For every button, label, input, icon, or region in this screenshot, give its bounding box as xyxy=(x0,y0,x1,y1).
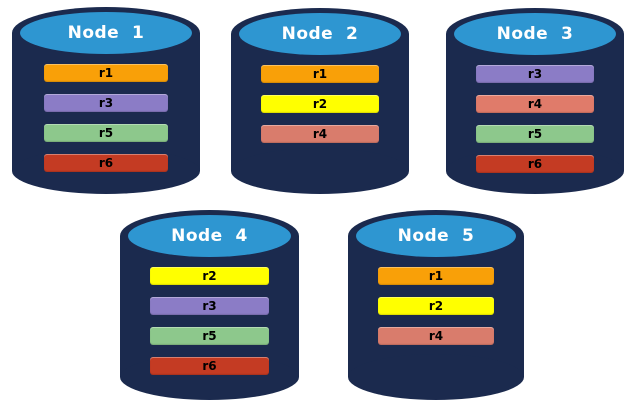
replica-label: r5 xyxy=(202,329,217,343)
replica-label: r5 xyxy=(98,126,114,140)
replica-bar-r5: r5 xyxy=(43,124,169,142)
node-cylinder-5: Node 5 r1 r2 r4 xyxy=(348,210,524,400)
replica-bar-r6: r6 xyxy=(43,154,169,172)
replica-list: r2 r3 r5 r6 xyxy=(150,267,269,375)
cylinder-top-face: Node 2 xyxy=(239,13,401,55)
cylinder-top-face: Node 4 xyxy=(128,215,291,257)
replica-label: r1 xyxy=(98,66,114,80)
replica-bar-r3: r3 xyxy=(476,65,594,83)
node-cylinder-4: Node 4 r2 r3 r5 r6 xyxy=(120,210,299,400)
replica-label: r2 xyxy=(312,97,328,111)
replica-bar-r3: r3 xyxy=(150,297,269,315)
replica-label: r3 xyxy=(98,96,114,110)
node-title: Node 3 xyxy=(496,24,574,44)
cylinder-top-face: Node 3 xyxy=(454,13,616,55)
replica-bar-r2: r2 xyxy=(261,95,379,113)
replica-list: r1 r2 r4 xyxy=(261,65,379,143)
replica-list: r1 r2 r4 xyxy=(377,267,495,345)
replica-bar-r4: r4 xyxy=(261,125,379,143)
cylinder-bottom xyxy=(231,148,409,194)
replica-label: r4 xyxy=(312,127,328,141)
replica-label: r1 xyxy=(428,269,444,283)
replica-bar-r5: r5 xyxy=(476,125,594,143)
node-title: Node 5 xyxy=(397,226,475,246)
replica-bar-r1: r1 xyxy=(377,267,495,285)
replica-bar-r6: r6 xyxy=(476,155,594,173)
replica-label: r2 xyxy=(202,269,217,283)
replica-label: r4 xyxy=(428,329,444,343)
replica-bar-r6: r6 xyxy=(150,357,269,375)
replica-label: r4 xyxy=(527,97,543,111)
replica-list: r1 r3 r5 r6 xyxy=(43,64,169,172)
replica-label: r1 xyxy=(312,67,328,81)
replica-list: r3 r4 r5 r6 xyxy=(476,65,594,173)
replica-bar-r3: r3 xyxy=(43,94,169,112)
replica-bar-r1: r1 xyxy=(43,64,169,82)
cylinder-bottom xyxy=(348,354,524,400)
node-cylinder-2: Node 2 r1 r2 r4 xyxy=(231,8,409,194)
node-title: Node 4 xyxy=(171,226,248,246)
replica-bar-r4: r4 xyxy=(476,95,594,113)
replica-bar-r2: r2 xyxy=(377,297,495,315)
replica-label: r6 xyxy=(202,359,217,373)
replica-bar-r2: r2 xyxy=(150,267,269,285)
node-title: Node 2 xyxy=(281,24,359,44)
node-cylinder-3: Node 3 r3 r4 r5 r6 xyxy=(446,8,624,194)
replica-label: r2 xyxy=(428,299,444,313)
replica-bar-r1: r1 xyxy=(261,65,379,83)
cylinder-top-face: Node 5 xyxy=(356,215,516,257)
replica-bar-r5: r5 xyxy=(150,327,269,345)
cylinder-top-face: Node 1 xyxy=(20,12,192,54)
replica-label: r3 xyxy=(527,67,543,81)
replica-label: r6 xyxy=(527,157,543,171)
node-cylinder-1: Node 1 r1 r3 r5 r6 xyxy=(12,7,200,194)
replica-bar-r4: r4 xyxy=(377,327,495,345)
node-title: Node 1 xyxy=(67,23,145,43)
replica-label: r5 xyxy=(527,127,543,141)
replica-label: r3 xyxy=(202,299,217,313)
replica-label: r6 xyxy=(98,156,114,170)
